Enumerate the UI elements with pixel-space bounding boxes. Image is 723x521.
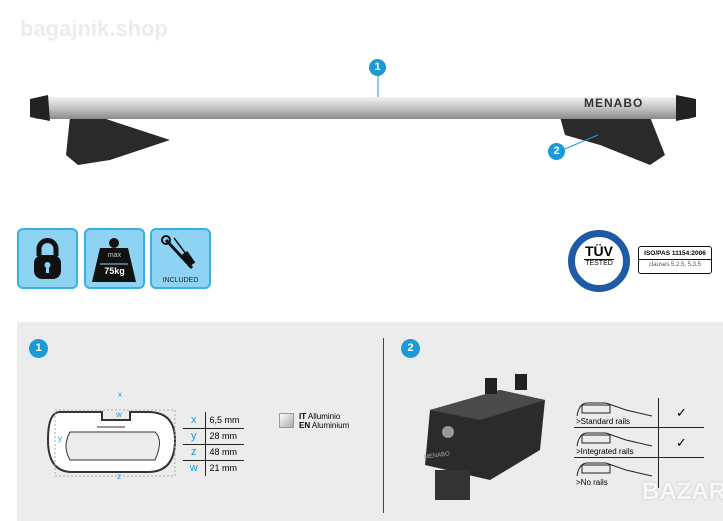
car-icon — [576, 462, 653, 477]
iso-text: ISO/PAS 11154:2006 — [639, 250, 711, 260]
aluminium-swatch — [279, 413, 294, 428]
check-icon: ✓ — [658, 398, 704, 427]
foot-illustration — [425, 374, 545, 500]
en-material: Aluminium — [311, 421, 350, 430]
dim-key: y — [183, 428, 206, 445]
iso-cert-box: ISO/PAS 11154:2006 clauses 5.2.5, 5.3.5 — [638, 246, 712, 274]
corner-watermark: BAZAR — [642, 478, 723, 505]
profile-label-x: x — [118, 390, 122, 399]
roof-bar-illustration — [30, 75, 696, 165]
profile-label-y: y — [58, 434, 62, 443]
rail-row: >Integrated rails ✓ — [574, 428, 704, 458]
dim-value: 6,5 mm — [205, 412, 244, 429]
section-1-badge: 1 — [29, 339, 48, 358]
bar-profile-diagram — [46, 409, 177, 477]
rail-label: >No rails — [576, 478, 608, 487]
profile-label-z: z — [117, 472, 121, 481]
material-legend: IT Alluminio EN Aluminium — [299, 412, 349, 430]
check-icon: ✓ — [658, 428, 704, 457]
en-code: EN — [299, 421, 311, 430]
dim-value: 48 mm — [205, 444, 244, 461]
panel-divider — [383, 338, 384, 513]
bar-brand: MENABO — [584, 96, 644, 110]
car-icon — [576, 402, 653, 417]
it-material: Alluminio — [307, 412, 341, 421]
rail-compatibility-table: >Standard rails ✓ >Integrated rails ✓ >No … — [574, 398, 704, 488]
weight-icon — [92, 238, 136, 282]
watermark: bagajnik.shop — [20, 16, 168, 41]
lock-feature-tile — [17, 228, 78, 289]
car-icon — [576, 432, 653, 447]
load-value: 75kg — [104, 266, 125, 276]
callout-1: 1 — [369, 59, 386, 76]
padlock-icon — [34, 238, 61, 279]
callout-2: 2 — [548, 143, 565, 160]
tools-included-tile: INCLUDED — [150, 228, 211, 289]
rail-label: >Standard rails — [576, 417, 631, 426]
dim-value: 21 mm — [209, 463, 238, 474]
rail-row: >No rails — [574, 458, 704, 488]
it-code: IT — [299, 412, 307, 421]
tested-text: TESTED — [585, 260, 613, 267]
dim-value: 28 mm — [205, 428, 244, 445]
clauses-text: clauses 5.2.5, 5.3.5 — [648, 262, 702, 268]
tuv-tested-seal: TÜV TESTED — [568, 230, 630, 292]
profile-label-w: w — [116, 410, 122, 419]
dim-key: z — [183, 444, 206, 461]
check-icon — [658, 458, 704, 488]
tuv-text: TÜV — [584, 243, 614, 260]
tools-icon — [161, 235, 196, 270]
dim-key: x — [183, 412, 206, 429]
rail-row: >Standard rails ✓ — [574, 398, 704, 428]
max-label: max — [107, 252, 122, 259]
rail-label: >Integrated rails — [576, 447, 634, 456]
dim-key: w — [183, 460, 206, 476]
max-load-tile: max 75kg — [84, 228, 145, 289]
section-2-badge: 2 — [401, 339, 420, 358]
included-label: INCLUDED — [162, 277, 199, 284]
